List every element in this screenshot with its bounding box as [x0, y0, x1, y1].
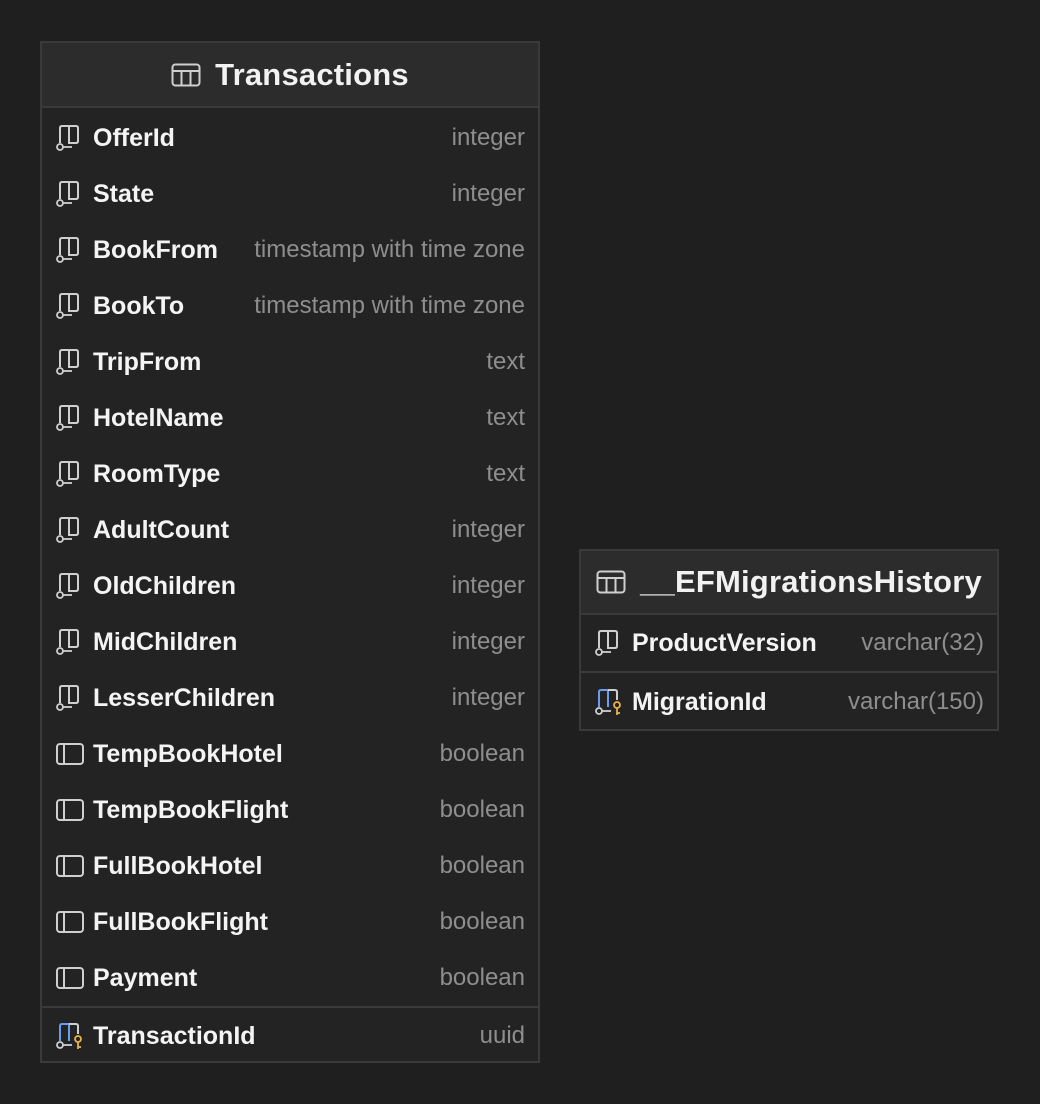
column-name: Payment: [93, 963, 198, 992]
column-row-primary-key[interactable]: TransactionId uuid: [42, 1006, 538, 1064]
column-type: boolean: [439, 796, 525, 823]
column-type: integer: [451, 516, 525, 543]
column-type: text: [486, 404, 525, 431]
column-type: integer: [451, 572, 525, 599]
column-name: FullBookFlight: [93, 907, 268, 936]
column-name: OfferId: [93, 123, 175, 152]
column-type: text: [486, 460, 525, 487]
table-header[interactable]: __EFMigrationsHistory: [581, 551, 997, 615]
column-type: boolean: [439, 908, 525, 935]
column-icon: [56, 743, 84, 765]
column-icon: [56, 967, 84, 989]
column-type: integer: [451, 124, 525, 151]
column-type: timestamp with time zone: [254, 236, 525, 263]
column-type: boolean: [439, 964, 525, 991]
column-row[interactable]: RoomType text: [42, 446, 538, 502]
nullable-column-icon: [56, 293, 79, 319]
table-icon: [171, 63, 201, 86]
column-type: integer: [451, 180, 525, 207]
column-type: varchar(32): [861, 629, 984, 656]
column-row[interactable]: State integer: [42, 166, 538, 222]
column-name: LesserChildren: [93, 683, 276, 712]
nullable-column-icon: [56, 685, 79, 711]
column-name: ProductVersion: [632, 628, 817, 657]
column-type: varchar(150): [847, 688, 984, 715]
nullable-column-icon: [56, 629, 79, 655]
column-name: TripFrom: [93, 347, 202, 376]
column-row[interactable]: FullBookFlight boolean: [42, 894, 538, 950]
table-title: Transactions: [215, 56, 409, 92]
column-row[interactable]: LesserChildren integer: [42, 670, 538, 726]
nullable-column-icon: [56, 237, 79, 263]
column-row[interactable]: OldChildren integer: [42, 558, 538, 614]
column-type: integer: [451, 628, 525, 655]
nullable-column-icon: [595, 630, 618, 656]
column-name: BookFrom: [93, 235, 218, 264]
column-name: BookTo: [93, 291, 185, 320]
column-name: HotelName: [93, 403, 224, 432]
column-icon: [56, 911, 84, 933]
column-name: TempBookHotel: [93, 739, 283, 768]
column-type: uuid: [479, 1022, 525, 1049]
nullable-column-icon: [56, 461, 79, 487]
column-type: boolean: [439, 740, 525, 767]
column-row[interactable]: BookFrom timestamp with time zone: [42, 222, 538, 278]
nullable-column-icon: [56, 349, 79, 375]
column-name: FullBookHotel: [93, 851, 263, 880]
primary-key-column-icon: [56, 1023, 82, 1049]
table-title: __EFMigrationsHistory: [640, 564, 982, 599]
column-type: text: [486, 348, 525, 375]
column-type: integer: [451, 684, 525, 711]
nullable-column-icon: [56, 125, 79, 151]
table-header[interactable]: Transactions: [42, 43, 538, 108]
column-row[interactable]: TripFrom text: [42, 334, 538, 390]
column-row[interactable]: BookTo timestamp with time zone: [42, 278, 538, 334]
column-row[interactable]: AdultCount integer: [42, 502, 538, 558]
column-row[interactable]: Payment boolean: [42, 950, 538, 1006]
column-row[interactable]: FullBookHotel boolean: [42, 838, 538, 894]
nullable-column-icon: [56, 405, 79, 431]
nullable-column-icon: [56, 573, 79, 599]
column-row-primary-key[interactable]: MigrationId varchar(150): [581, 673, 997, 731]
column-row[interactable]: TempBookHotel boolean: [42, 726, 538, 782]
column-row[interactable]: HotelName text: [42, 390, 538, 446]
column-name: RoomType: [93, 459, 221, 488]
column-name: OldChildren: [93, 571, 237, 600]
column-name: TransactionId: [93, 1021, 256, 1050]
column-name: MidChildren: [93, 627, 238, 656]
column-type: timestamp with time zone: [254, 292, 525, 319]
column-icon: [56, 799, 84, 821]
column-name: TempBookFlight: [93, 795, 289, 824]
primary-key-column-icon: [595, 689, 621, 715]
column-row[interactable]: MidChildren integer: [42, 614, 538, 670]
column-row[interactable]: OfferId integer: [42, 110, 538, 166]
column-name: MigrationId: [632, 687, 767, 716]
column-row[interactable]: TempBookFlight boolean: [42, 782, 538, 838]
table-icon: [596, 570, 626, 594]
column-icon: [56, 855, 84, 877]
column-name: State: [93, 179, 155, 208]
nullable-column-icon: [56, 517, 79, 543]
column-type: boolean: [439, 852, 525, 879]
column-row[interactable]: ProductVersion varchar(32): [581, 615, 997, 673]
column-name: AdultCount: [93, 515, 230, 544]
table-efmigrationshistory[interactable]: __EFMigrationsHistory ProductVersion var…: [579, 549, 999, 731]
nullable-column-icon: [56, 181, 79, 207]
